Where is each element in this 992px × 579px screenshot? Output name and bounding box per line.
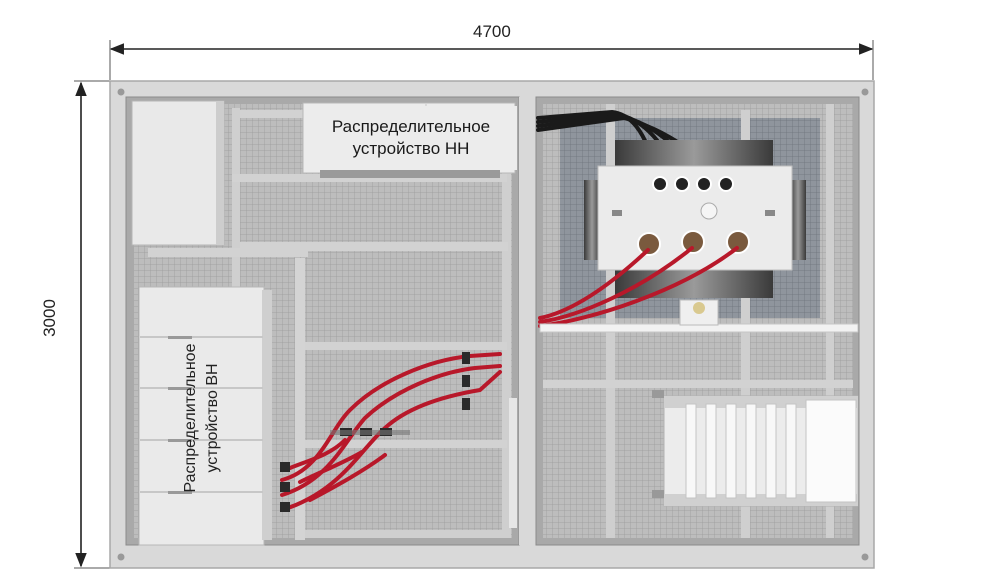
lv-switchgear-label: Распределительное устройство НН <box>305 106 517 170</box>
width-dimension-label: 4700 <box>473 22 511 41</box>
hv-switchgear <box>138 286 265 546</box>
lv-switchgear-label-line1: Распределительное <box>331 117 491 136</box>
left-room <box>125 96 520 546</box>
lv-switchgear-label-line2: устройство НН <box>352 139 470 158</box>
hv-switchgear-label: Распределительное устройство ВН <box>140 291 264 545</box>
transformer-hv-cables <box>538 246 739 328</box>
right-room <box>535 96 860 546</box>
corner-cabinet <box>131 100 225 246</box>
stairs <box>652 390 859 507</box>
hv-switchgear-label-line2: устройство ВН <box>204 363 221 473</box>
transformer <box>584 140 806 298</box>
hv-switchgear-label-line1: Распределительное <box>182 343 199 493</box>
